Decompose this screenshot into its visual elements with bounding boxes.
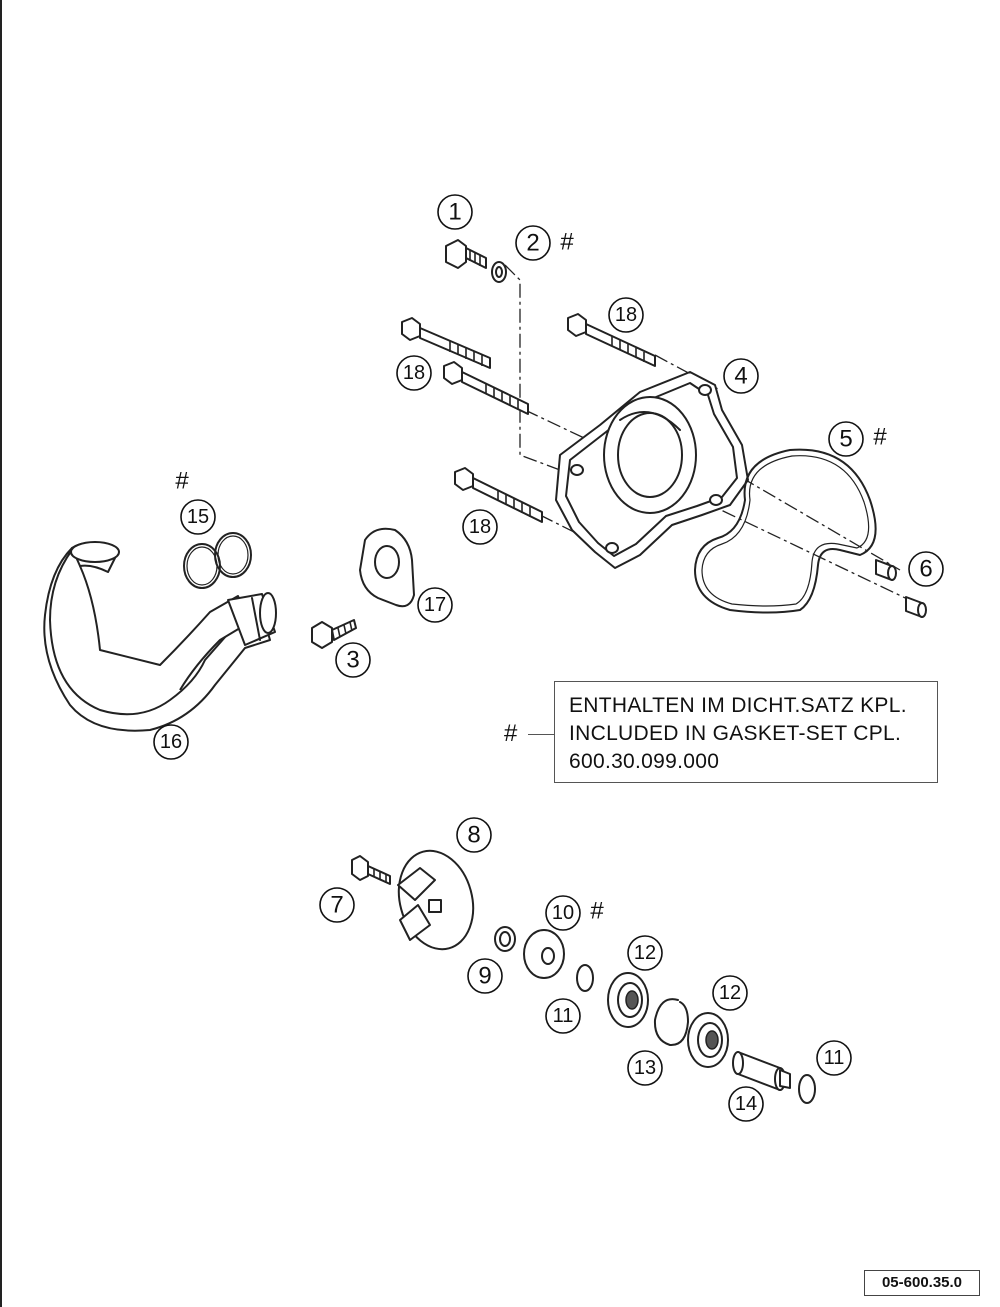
gasket-marker-5: # [873,424,887,451]
callout-13: 13 [627,1050,663,1086]
gasket-marker-10: # [590,898,604,925]
svg-text:4: 4 [734,363,747,390]
callout-17: 17 [417,587,453,623]
svg-text:16: 16 [160,731,182,753]
svg-text:9: 9 [478,963,491,990]
svg-text:10: 10 [552,902,574,924]
svg-text:2: 2 [526,230,539,257]
part-1-bolt [445,239,487,269]
callout-16: 16 [153,724,189,760]
callout-8: 8 [456,817,492,853]
callout-18a: 18 [608,297,644,333]
note-line-german: ENTHALTEN IM DICHT.SATZ KPL. [569,694,907,717]
part-10-seal [523,929,565,979]
callout-12a: 12 [627,935,663,971]
part-11-circlips [576,964,816,1104]
svg-text:6: 6 [919,556,932,583]
part-16-hose [43,541,277,732]
callout-12b: 12 [712,975,748,1011]
svg-text:12: 12 [634,942,656,964]
part-14-shaft [732,1051,791,1091]
note-part-number: 600.30.099.000 [569,750,720,773]
svg-text:3: 3 [346,647,359,674]
svg-text:14: 14 [735,1093,757,1115]
callout-9: 9 [467,958,503,994]
svg-text:5: 5 [839,426,852,453]
svg-text:15: 15 [187,506,209,528]
gasket-marker-15: # [175,468,189,495]
svg-text:7: 7 [330,892,343,919]
callout-11b: 11 [816,1040,852,1076]
callout-14: 14 [728,1086,764,1122]
part-8-impeller [397,849,475,951]
part-5-gasket [694,448,877,614]
svg-text:8: 8 [467,822,480,849]
part-9-seal-ring [494,926,516,952]
gasket-marker-2: # [560,229,574,256]
note-marker: # [504,720,518,747]
callout-18b: 18 [396,355,432,391]
part-2-washer [491,261,507,283]
callout-1: 1 [437,194,473,230]
svg-text:1: 1 [448,199,461,226]
drawing-number: 05-600.35.0 [864,1270,980,1296]
part-7-bolt [351,855,391,885]
part-13-circlip [653,998,689,1047]
callout-4: 4 [723,358,759,394]
svg-text:18: 18 [615,304,637,326]
note-line-english: INCLUDED IN GASKET-SET CPL. [569,722,902,745]
part-6-dowels [875,559,927,618]
svg-text:12: 12 [719,982,741,1004]
callout-7: 7 [319,887,355,923]
callout-15: 15 [180,499,216,535]
svg-text:13: 13 [634,1057,656,1079]
svg-text:11: 11 [824,1047,845,1069]
callout-18c: 18 [462,509,498,545]
part-3-bolt [311,619,357,649]
part-12-bearings [607,972,729,1068]
part-15-o-rings [183,532,252,589]
callout-11a: 11 [545,998,581,1034]
svg-text:11: 11 [553,1005,574,1027]
svg-text:17: 17 [424,594,446,616]
part-4-pump-cover [555,371,749,569]
svg-text:18: 18 [469,516,491,538]
callout-5: 5 [828,421,864,457]
note-connector-line [528,734,554,735]
callout-10: 10 [545,895,581,931]
gasket-set-note: ENTHALTEN IM DICHT.SATZ KPL. INCLUDED IN… [554,681,938,783]
callout-3: 3 [335,642,371,678]
left-border-line [0,0,2,1307]
callout-2: 2 [515,225,551,261]
callout-6: 6 [908,551,944,587]
part-17-flange-gasket [359,527,415,608]
svg-text:18: 18 [403,362,425,384]
part-18-bolts [401,313,656,523]
